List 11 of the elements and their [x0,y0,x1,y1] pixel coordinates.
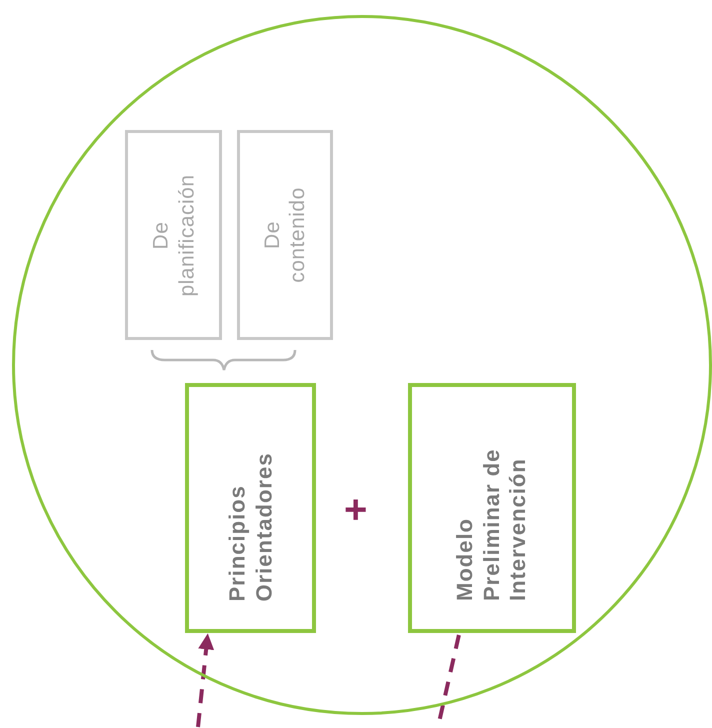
concept-box [408,383,576,633]
circle-outline [12,15,712,715]
box-label: De contenido [260,187,310,283]
box-label: Principios Orientadores [224,451,276,601]
concept-box [185,383,316,633]
dashed-arrow [196,633,214,728]
category-box [125,130,222,340]
category-box [237,130,333,340]
box-label: De planificación [148,174,199,296]
plus-sign: + [344,490,368,530]
box-label: Modelo Preliminar de Intervención [452,448,532,601]
